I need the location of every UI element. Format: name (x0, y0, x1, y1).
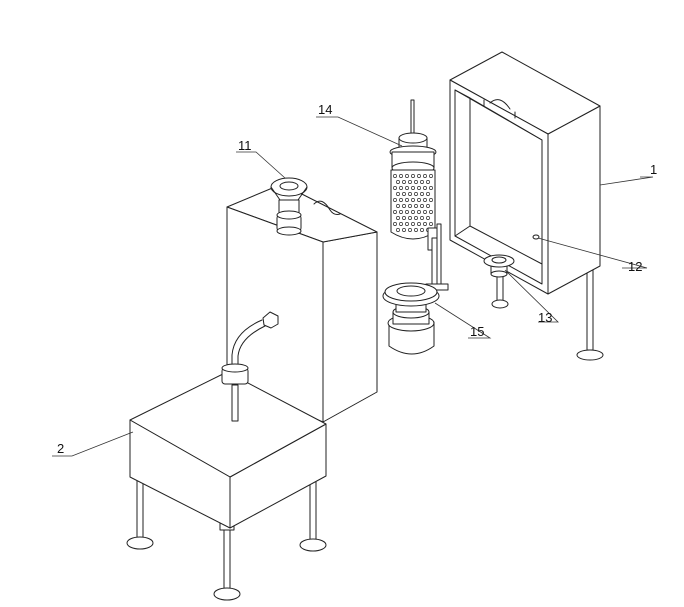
perforation-hole (399, 210, 403, 214)
part-13-funnel (483, 254, 515, 278)
perforation-hole (429, 222, 433, 226)
perforation-hole (420, 192, 424, 196)
perforation-hole (420, 204, 424, 208)
perforation-hole (408, 216, 412, 220)
perforation-hole (411, 174, 415, 178)
perforation-hole (429, 198, 433, 202)
perforation-hole (420, 228, 424, 232)
part-2-base-unit (126, 183, 378, 601)
perforation-hole (396, 228, 400, 232)
perforation-hole (411, 210, 415, 214)
perforation-hole (393, 222, 397, 226)
perforation-hole (414, 216, 418, 220)
leader-lines (52, 116, 654, 457)
perforation-hole (417, 174, 421, 178)
perforation-hole (393, 174, 397, 178)
part-11-funnel (270, 177, 308, 236)
perforation-hole (399, 174, 403, 178)
perforation-hole (423, 186, 427, 190)
perforation-hole (423, 210, 427, 214)
label-13: 13 (538, 310, 552, 325)
perforation-hole (405, 198, 409, 202)
perforation-hole (414, 192, 418, 196)
perforation-hole (399, 198, 403, 202)
part-1-cabinet (449, 51, 604, 361)
perforation-hole (405, 210, 409, 214)
perforation-hole (402, 180, 406, 184)
box-front-face (129, 419, 231, 529)
perforation-hole (402, 192, 406, 196)
nozzle-pipe (221, 311, 279, 422)
perforation-hole (420, 216, 424, 220)
perforation-hole (405, 186, 409, 190)
column-notch (313, 200, 341, 215)
column-side-face (322, 231, 378, 423)
perforation-hole (393, 186, 397, 190)
perforation-hole (405, 222, 409, 226)
perforation-hole (411, 222, 415, 226)
perforation-hole (426, 216, 430, 220)
perforation-hole (417, 222, 421, 226)
label-1: 1 (650, 162, 657, 177)
perforation-hole (426, 180, 430, 184)
perforation-hole (417, 210, 421, 214)
perforation-hole (405, 174, 409, 178)
part-15-cup (382, 282, 440, 355)
perforation-hole (414, 228, 418, 232)
perforation-hole (399, 222, 403, 226)
perforation-hole (417, 186, 421, 190)
perforation-hole (423, 174, 427, 178)
perforation-hole (423, 222, 427, 226)
label-14: 14 (318, 102, 332, 117)
perforation-hole (396, 180, 400, 184)
hole-12 (532, 234, 540, 240)
perforation-hole (414, 180, 418, 184)
perforation-hole (429, 210, 433, 214)
perforation-hole (402, 228, 406, 232)
perforation-hole (396, 192, 400, 196)
perforation-hole (396, 204, 400, 208)
perforation-hole (408, 228, 412, 232)
perforation-hole (396, 216, 400, 220)
part-labels: 1 2 11 12 13 14 15 (57, 102, 657, 456)
cabinet-side-face (547, 105, 601, 295)
perforation-hole (426, 204, 430, 208)
label-15: 15 (470, 324, 484, 339)
perforation-hole (408, 192, 412, 196)
perforation-hole (429, 174, 433, 178)
perforation-hole (426, 192, 430, 196)
perforation-hole (402, 216, 406, 220)
perforation-hole (417, 198, 421, 202)
perforation-hole (408, 180, 412, 184)
perforation-hole (408, 204, 412, 208)
perforation-hole (414, 204, 418, 208)
label-2: 2 (57, 441, 64, 456)
base-legs (126, 477, 327, 601)
label-11: 11 (238, 138, 252, 153)
perforation-hole (393, 210, 397, 214)
perforation-hole (423, 198, 427, 202)
perforation-hole (399, 186, 403, 190)
perforation-hole (411, 198, 415, 202)
perforation-hole (402, 204, 406, 208)
label-12: 12 (628, 259, 642, 274)
part-14-basket (389, 99, 449, 291)
perforation-hole (420, 180, 424, 184)
perforation-hole (429, 186, 433, 190)
perforation-hole (393, 198, 397, 202)
cabinet-notch (483, 99, 516, 119)
perforation-hole (411, 186, 415, 190)
